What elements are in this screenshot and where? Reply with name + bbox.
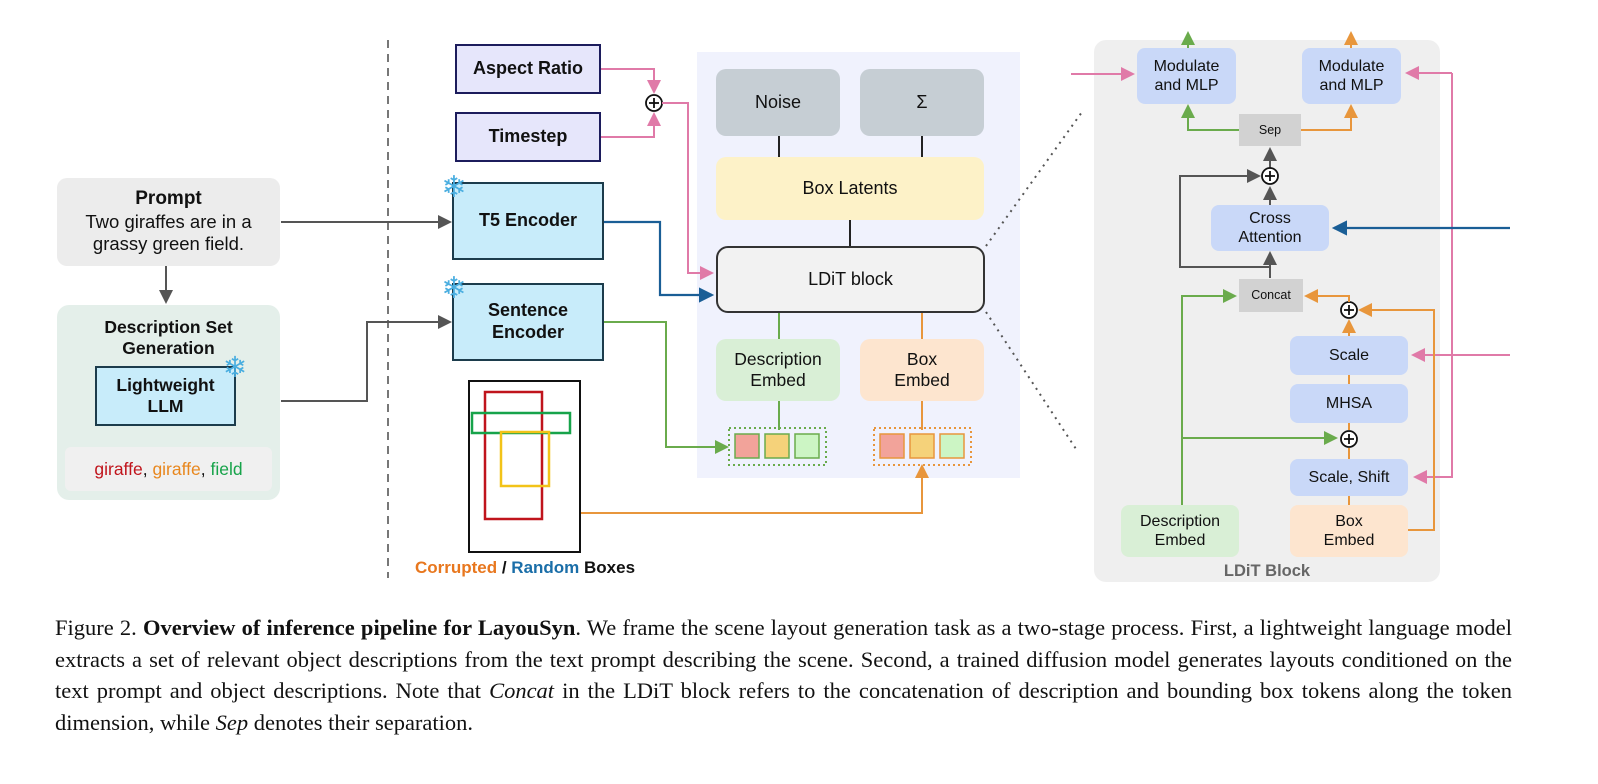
- concat-box: Concat: [1239, 279, 1303, 312]
- description-words: giraffe, giraffe, field: [65, 447, 272, 491]
- lightweight-llm-box: Lightweight LLM: [95, 366, 236, 426]
- aspect-ratio-box: Aspect Ratio: [455, 44, 601, 94]
- detail-box-embed-box: Box Embed: [1290, 505, 1408, 557]
- noise-box: Noise: [716, 69, 840, 136]
- timestep-box: Timestep: [455, 112, 601, 162]
- box-embed-box: Box Embed: [860, 339, 984, 401]
- detail-description-embed-box: Description Embed: [1121, 505, 1239, 557]
- box-token: [879, 433, 905, 459]
- sum-to-ldit-arrow: [662, 102, 714, 280]
- description-token-group: [728, 427, 827, 466]
- yellow-box: [499, 430, 551, 488]
- box-token-group: [873, 427, 972, 466]
- description-to-sentence-encoder-arrow: [281, 315, 452, 402]
- aspect-ratio-arrow: [601, 68, 661, 94]
- sep-box: Sep: [1239, 114, 1301, 146]
- sentence-encoder-box: Sentence Encoder: [452, 283, 604, 361]
- description-token: [794, 433, 820, 459]
- t5-to-ldit-arrow: [604, 220, 715, 303]
- word-giraffe: giraffe: [152, 458, 201, 479]
- modulate-mlp-left: Modulate and MLP: [1137, 48, 1236, 104]
- mhsa-box: MHSA: [1290, 384, 1408, 423]
- sigma-box: Σ: [860, 69, 984, 136]
- word-giraffe: giraffe: [94, 458, 143, 479]
- snowflake-icon: ❄: [441, 272, 467, 305]
- caption-text: denotes their separation.: [248, 709, 474, 735]
- connectors: [159, 31, 1510, 578]
- ldit-detail-title: LDiT Block: [1223, 562, 1311, 581]
- timestep-arrow: [601, 112, 661, 138]
- caption-text: . We frame the scene layout generation t…: [55, 615, 1513, 703]
- description-token: [734, 433, 760, 459]
- snowflake-icon: ❄: [222, 351, 248, 384]
- word-separator: ,: [142, 458, 153, 479]
- description-set-title: Description Set Generation: [104, 317, 233, 358]
- boxes-label: Corrupted / Random Boxes: [414, 557, 636, 577]
- caption-concat: Concat: [489, 678, 555, 703]
- snowflake-icon: ❄: [441, 171, 467, 204]
- sentence-encoder-to-tokens-arrow: [604, 321, 729, 454]
- scale-box: Scale: [1290, 336, 1408, 375]
- word-separator: ,: [200, 458, 211, 479]
- prompt-title: Prompt: [135, 188, 202, 210]
- caption-text: in the LDiT block refers to the concaten…: [55, 678, 1512, 735]
- caption-title: Overview of inference pipeline for Layou…: [142, 615, 576, 640]
- pink-input-top-right: [1413, 73, 1453, 484]
- prompt-text: grassy green field.: [92, 233, 245, 255]
- prompt-text: Two giraffes are in a: [85, 211, 252, 233]
- word-field: field: [210, 458, 243, 479]
- ldit-block-box: LDiT block: [716, 246, 985, 313]
- prompt-box: Prompt Two giraffes are in a grassy gree…: [57, 178, 280, 266]
- description-embed-box: Description Embed: [716, 339, 840, 401]
- box-token: [939, 433, 965, 459]
- modulate-mlp-right: Modulate and MLP: [1302, 48, 1401, 104]
- scale-shift-box: Scale, Shift: [1290, 459, 1408, 496]
- boxes-canvas: [468, 380, 581, 553]
- description-token: [764, 433, 790, 459]
- detail-description-to-concat: [1181, 289, 1237, 505]
- caption-sep: Sep: [215, 709, 249, 735]
- caption-label: Figure 2.: [55, 615, 137, 640]
- box-latents-box: Box Latents: [716, 157, 984, 220]
- figure-caption: Figure 2. Overview of inference pipeline…: [55, 612, 1512, 738]
- t5-encoder-box: T5 Encoder: [452, 182, 604, 260]
- red-box: [483, 390, 544, 521]
- box-token: [909, 433, 935, 459]
- boxes-to-box-tokens-arrow: [581, 464, 929, 514]
- cross-attention-box: Cross Attention: [1211, 205, 1329, 251]
